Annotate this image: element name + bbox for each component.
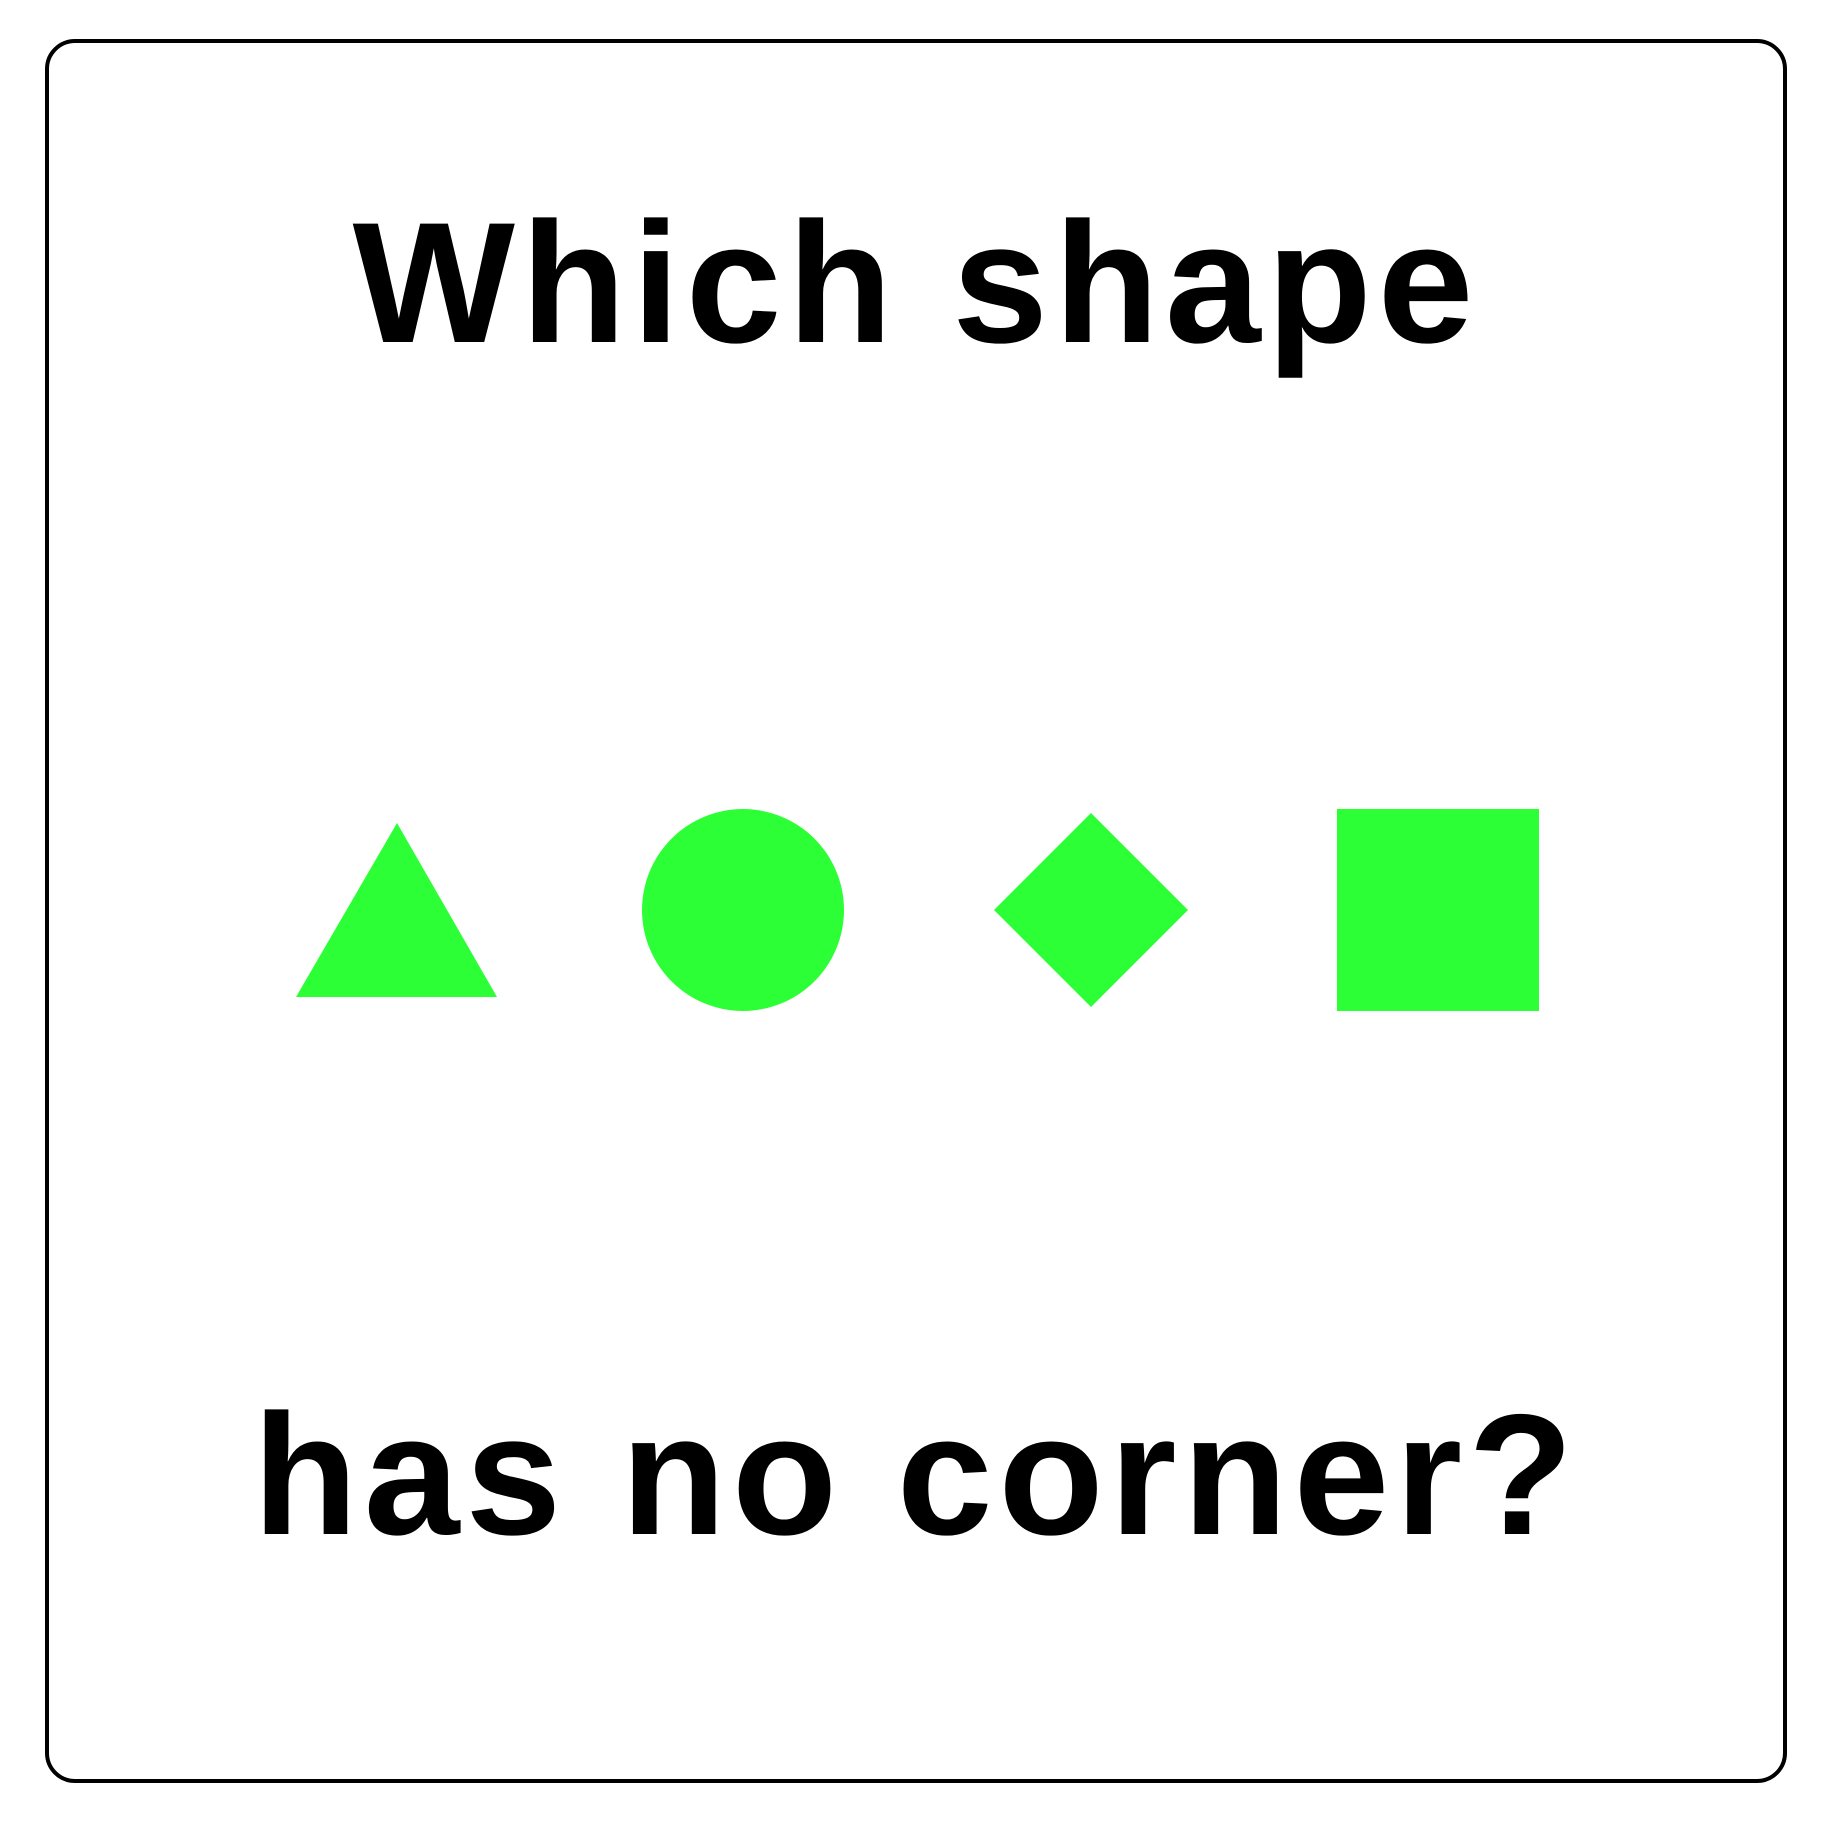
triangle-shape[interactable] xyxy=(296,823,497,997)
question-line-1: Which shape xyxy=(352,187,1480,379)
diamond-shape[interactable] xyxy=(994,813,1188,1007)
circle-shape[interactable] xyxy=(642,809,844,1011)
question-line-2: has no corner? xyxy=(252,1379,1580,1571)
square-shape[interactable] xyxy=(1337,809,1539,1011)
